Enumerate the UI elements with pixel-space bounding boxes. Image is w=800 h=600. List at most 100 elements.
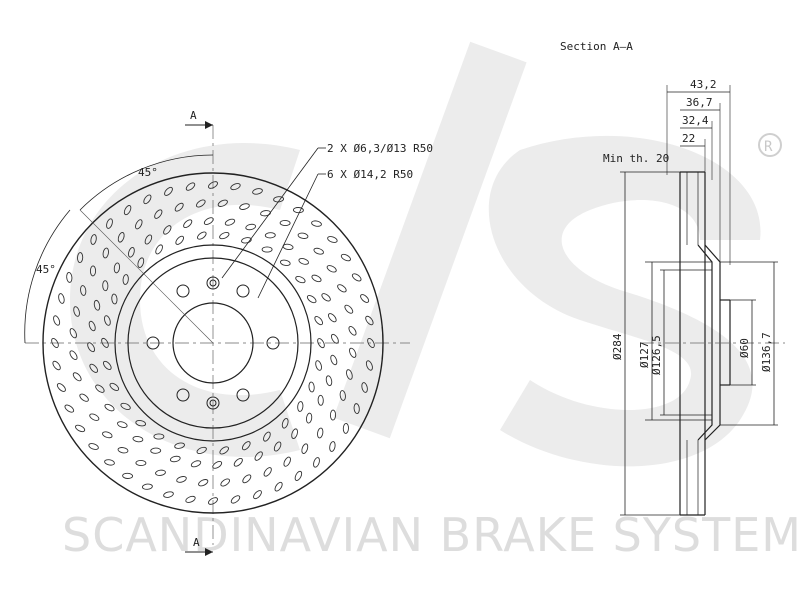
dim-diameter-126-5: Ø126,5: [650, 335, 663, 375]
drilled-hole: [154, 209, 163, 219]
drilled-hole: [208, 497, 218, 505]
svg-text:R: R: [764, 139, 773, 155]
drilled-hole: [203, 217, 214, 225]
drilled-hole: [122, 472, 134, 479]
drilled-hole: [88, 443, 99, 450]
drilled-hole: [198, 479, 209, 487]
section-title: Section A–A: [560, 40, 633, 53]
drilled-hole: [109, 382, 120, 391]
drilled-hole: [342, 422, 349, 434]
drilled-hole: [291, 428, 298, 439]
dim-diameter-136-7: Ø136,7: [760, 332, 773, 372]
drilled-hole: [120, 402, 131, 410]
drilled-hole: [52, 360, 61, 371]
drilled-hole: [219, 232, 230, 240]
friction-ring-inner-edge: [114, 244, 312, 442]
drilled-hole: [174, 442, 185, 449]
drilled-hole: [346, 369, 353, 380]
drilled-hole: [317, 427, 324, 439]
drilled-hole: [135, 219, 143, 230]
wheel-bolt-hole: [236, 284, 250, 298]
drilled-hole: [217, 199, 228, 207]
drilled-hole: [95, 384, 105, 393]
hat-outer-edge: [127, 257, 299, 429]
drilled-hole: [311, 274, 322, 283]
drilled-hole: [87, 342, 95, 353]
drilled-hole: [253, 490, 262, 500]
drilled-hole: [273, 441, 282, 452]
drilled-hole: [254, 451, 263, 461]
drilled-hole: [261, 246, 273, 253]
disc-section-view: Section A–A Min th. 20 43,2 36,7 32,4 22: [560, 40, 785, 516]
drilled-hole: [208, 181, 218, 189]
drilled-hole: [111, 293, 118, 305]
drilled-hole: [365, 315, 374, 326]
drilled-hole: [135, 420, 147, 427]
dim-width-43-2: 43,2: [690, 78, 717, 91]
drilled-hole: [79, 393, 89, 402]
drilled-hole: [196, 446, 207, 454]
drilled-hole: [197, 231, 207, 240]
section-marker-bottom: A: [185, 536, 213, 556]
drilled-hole: [306, 295, 317, 304]
drilled-hole: [360, 294, 370, 303]
drilled-hole: [301, 443, 309, 454]
wheel-bolt-hole: [176, 284, 190, 298]
locating-screw-hole: [206, 396, 220, 410]
drilled-hole: [102, 360, 112, 370]
drilled-hole: [241, 237, 252, 244]
min-thickness-label: Min th. 20: [603, 152, 669, 165]
section-label-top: A: [190, 109, 197, 122]
drilled-hole: [263, 467, 272, 477]
dim-diameter-60: Ø60: [738, 338, 751, 358]
drilled-hole: [150, 447, 162, 454]
angle-arc-top: [79, 154, 214, 211]
callout-bolt-holes-text: 2 X Ø6,3/Ø13 R50: [327, 142, 433, 155]
drilled-hole: [327, 313, 337, 323]
section-marker-top: A: [185, 109, 213, 129]
drilled-hole: [80, 285, 87, 296]
drilled-hole: [155, 469, 166, 476]
angle-ref-line: [79, 209, 214, 344]
drilled-hole: [274, 481, 283, 492]
drilled-hole: [315, 360, 322, 371]
angle-arc-left: [24, 209, 71, 344]
diameter-dimensions: [620, 171, 778, 516]
drilled-hole: [66, 271, 73, 283]
drilled-hole: [308, 381, 315, 393]
drilled-hole: [102, 431, 113, 439]
locating-screw-hole: [206, 276, 220, 290]
drilled-hole: [183, 219, 193, 229]
drilled-hole: [317, 338, 325, 349]
drilled-hole: [297, 401, 304, 412]
registered-mark: R: [758, 133, 782, 157]
drilled-hole: [174, 202, 184, 212]
drilled-hole: [325, 375, 333, 387]
drilled-holes-pattern: [51, 181, 375, 505]
disc-outer-edge: [42, 172, 384, 514]
drilled-hole: [365, 360, 373, 371]
drilled-hole: [51, 338, 59, 348]
drilled-hole: [351, 273, 362, 282]
drilled-hole: [104, 459, 115, 466]
drilled-hole: [344, 304, 354, 314]
drilled-hole: [102, 247, 109, 259]
drilled-hole: [264, 232, 276, 239]
dim-diameter-284: Ø284: [611, 333, 624, 360]
callout-wheel-holes-text: 6 X Ø14,2 R50: [327, 168, 413, 181]
drilled-hole: [88, 320, 96, 332]
drilled-hole: [313, 457, 320, 468]
drilled-hole: [163, 225, 172, 235]
drilled-hole: [89, 265, 97, 277]
wheel-bolt-holes: [146, 276, 280, 410]
drilled-hole: [144, 234, 153, 245]
drilled-hole: [317, 394, 324, 406]
drilled-hole: [58, 293, 65, 304]
dim-diameter-127: Ø127: [638, 342, 651, 369]
drilled-hole: [135, 459, 147, 467]
drilled-hole: [163, 491, 174, 498]
drilled-hole: [141, 483, 153, 490]
drilled-hole: [212, 461, 223, 469]
drilled-hole: [93, 299, 101, 311]
